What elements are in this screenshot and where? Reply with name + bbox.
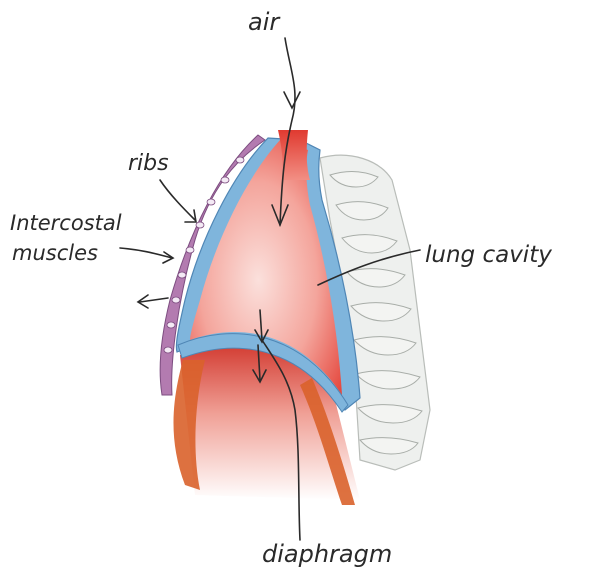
label-lung-cavity: lung cavity <box>425 242 552 268</box>
label-muscles: muscles <box>12 241 98 265</box>
label-air: air <box>248 8 281 36</box>
label-intercostal: Intercostal <box>10 211 122 235</box>
label-diaphragm: diaphragm <box>262 540 392 568</box>
ribs-pointer <box>160 180 195 220</box>
label-ribs: ribs <box>128 151 169 176</box>
